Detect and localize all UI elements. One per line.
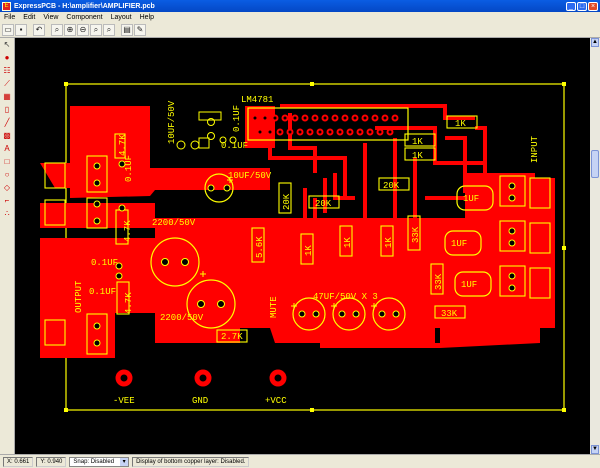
properties-icon[interactable]: ▤ xyxy=(121,24,133,36)
undo-icon[interactable]: ↶ xyxy=(33,24,45,36)
pcb-board: LM4781 4.7K 10UF/50V 0.1UF 0.1UF 0.1UF 1… xyxy=(40,82,566,412)
label-2k7: 2.7K xyxy=(221,332,243,342)
menu-help[interactable]: Help xyxy=(139,14,155,21)
label-vcc: +VCC xyxy=(265,396,287,406)
label-01uf-e: 0.1UF xyxy=(89,287,116,297)
snap-value: Snap: Disabled xyxy=(73,458,115,465)
label-01uf-a: 0.1UF xyxy=(124,155,134,182)
label-1uf-b: 1UF xyxy=(451,239,467,249)
window-title: ExpressPCB - H:\amplifier\AMPLIFIER.pcb xyxy=(14,2,155,10)
close-button[interactable]: × xyxy=(588,1,598,11)
label-20k-b: 20K xyxy=(383,181,400,191)
label-gnd: GND xyxy=(192,396,208,406)
chip-label: LM4781 xyxy=(241,95,273,105)
label-10uf-50v-a: 10UF/50V xyxy=(167,100,177,144)
mounting-holes xyxy=(115,369,287,387)
label-1k-b: 1K xyxy=(412,151,423,161)
label-mute: MUTE xyxy=(269,296,279,318)
plane-icon[interactable]: ▩ xyxy=(3,131,11,140)
label-4k7-b: 4.7K xyxy=(123,220,133,242)
chevron-down-icon[interactable]: ▾ xyxy=(120,457,129,466)
small-pads xyxy=(198,111,222,149)
label-output: OUTPUT xyxy=(74,280,84,313)
title-bar: E ExpressPCB - H:\amplifier\AMPLIFIER.pc… xyxy=(0,0,600,12)
zoom-in-icon[interactable]: ⊕ xyxy=(64,24,76,36)
label-20k-c: 20K xyxy=(282,193,292,210)
zoom-fit-icon[interactable]: ⌕ xyxy=(90,24,102,36)
open-icon[interactable]: ▭ xyxy=(2,24,14,36)
label-33k-a: 33K xyxy=(411,226,421,243)
label-33k-b: 33K xyxy=(434,273,444,290)
corner-icon[interactable]: ⌐ xyxy=(4,196,10,205)
component-icon[interactable]: ☷ xyxy=(3,66,11,75)
label-20k-a: 20K xyxy=(315,199,332,209)
label-47uf: 47UF/50V X 3 xyxy=(313,292,378,302)
label-2200-a: 2200/50V xyxy=(152,218,196,228)
chip-outline xyxy=(247,107,409,141)
polarity-marks xyxy=(200,177,377,309)
pad-icon[interactable]: ● xyxy=(4,53,10,62)
polygon-icon[interactable]: ◇ xyxy=(3,183,11,192)
chip-pins xyxy=(251,114,399,136)
status-y: Y: 0.940 xyxy=(36,456,67,467)
label-01uf-b: 0.1UF xyxy=(232,105,242,132)
connector-outlines xyxy=(44,155,551,355)
status-x: X: 0.661 xyxy=(3,456,34,467)
pointer-icon[interactable]: ↖ xyxy=(3,40,11,49)
label-4k7-a: 4.7K xyxy=(118,134,128,156)
label-5k6: 5.6K xyxy=(255,236,265,258)
rectangle-outline-icon[interactable]: □ xyxy=(4,157,10,166)
tool-palette: ↖ ● ☷ ⟋ ▦ ▯ ╱ ▩ A □ ○ ◇ ⌐ ∴ xyxy=(0,38,15,454)
pcb-canvas[interactable]: LM4781 4.7K 10UF/50V 0.1UF 0.1UF 0.1UF 1… xyxy=(15,38,590,454)
label-4k7-c: 4.7K xyxy=(124,292,134,314)
app-icon: E xyxy=(2,1,11,11)
connector-pads xyxy=(93,162,516,347)
minimize-button[interactable]: _ xyxy=(566,1,576,11)
menu-file[interactable]: File xyxy=(4,14,16,21)
rectangle-icon[interactable]: ▯ xyxy=(4,105,10,114)
label-10uf-50v-b: 10UF/50V xyxy=(228,171,272,181)
label-input: INPUT xyxy=(530,135,540,163)
snap-select[interactable]: Snap: Disabled ▾ xyxy=(69,456,130,467)
scroll-up-icon[interactable]: ▲ xyxy=(591,38,599,47)
label-vee: -VEE xyxy=(113,396,135,406)
label-33k-c: 33K xyxy=(441,309,458,319)
scroll-thumb[interactable] xyxy=(591,150,599,178)
scroll-down-icon[interactable]: ▼ xyxy=(591,445,599,454)
zoom-board-icon[interactable]: ⌕ xyxy=(103,24,115,36)
label-1uf-a: 1UF xyxy=(463,194,479,204)
menu-bar: File Edit View Component Layout Help xyxy=(0,12,600,23)
pads xyxy=(115,118,400,318)
label-01uf-d: 0.1UF xyxy=(91,258,118,268)
maximize-button[interactable]: □ xyxy=(577,1,587,11)
label-1k-a: 1K xyxy=(412,137,423,147)
label-1k-f: 1K xyxy=(384,237,394,248)
label-1k-d: 1K xyxy=(304,245,314,256)
zoom-icon[interactable]: ⌕ xyxy=(51,24,63,36)
silkscreen-text: LM4781 4.7K 10UF/50V 0.1UF 0.1UF 0.1UF 1… xyxy=(74,95,540,406)
circle-icon[interactable]: ○ xyxy=(4,170,10,179)
label-2200-b: 2200/50V xyxy=(160,313,204,323)
label-1k-e: 1K xyxy=(343,237,353,248)
menu-component[interactable]: Component xyxy=(66,14,103,21)
label-01uf-c: 0.1UF xyxy=(221,141,248,151)
trace-icon[interactable]: ⟋ xyxy=(4,79,10,88)
edit-icon[interactable]: ✎ xyxy=(134,24,146,36)
status-bar: X: 0.661 Y: 0.940 Snap: Disabled ▾ Displ… xyxy=(0,454,600,468)
menu-view[interactable]: View xyxy=(43,14,59,21)
menu-edit[interactable]: Edit xyxy=(23,14,36,21)
label-1k-c: 1K xyxy=(455,119,466,129)
label-1uf-c: 1UF xyxy=(461,280,477,290)
text-icon[interactable]: A xyxy=(4,144,10,153)
dot-icon[interactable]: ∴ xyxy=(4,209,10,218)
toolbar: ▭ ▪ ↶ ⌕ ⊕ ⊖ ⌕ ⌕ ▤ ✎ xyxy=(0,23,600,38)
status-message: Display of bottom copper layer: Disabled… xyxy=(132,456,250,467)
capacitor-outlines xyxy=(150,173,494,331)
grid-icon[interactable]: ▦ xyxy=(3,92,11,101)
save-icon[interactable]: ▪ xyxy=(15,24,27,36)
line-icon[interactable]: ╱ xyxy=(4,118,10,127)
zoom-out-icon[interactable]: ⊖ xyxy=(77,24,89,36)
menu-layout[interactable]: Layout xyxy=(110,14,132,21)
vertical-scrollbar[interactable]: ▲ ▼ xyxy=(590,38,600,454)
